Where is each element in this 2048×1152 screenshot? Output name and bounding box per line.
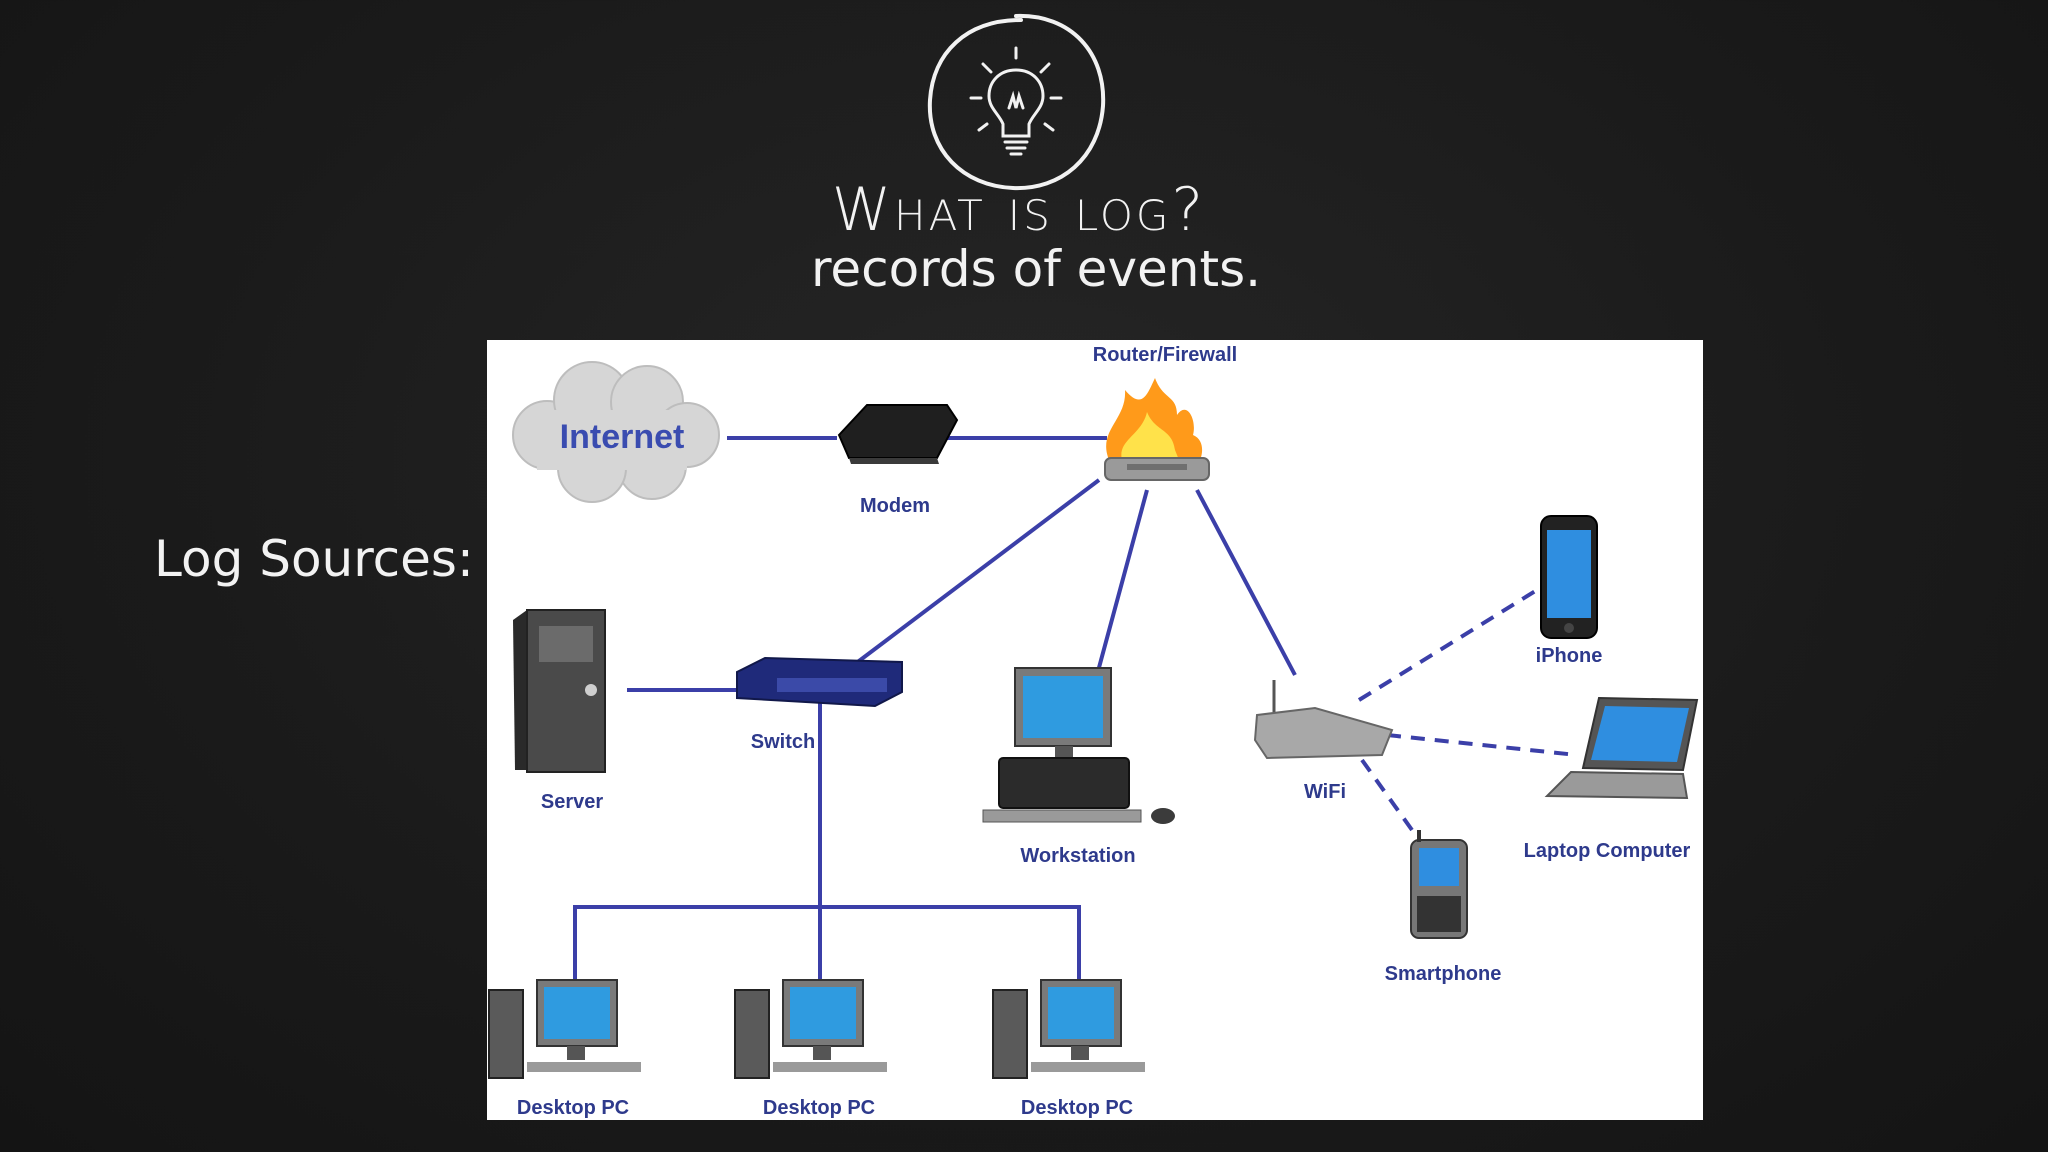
log-sources-label: Log Sources: (154, 530, 474, 588)
desktop1-label: Desktop PC (517, 1097, 629, 1119)
slide-subtitle: records of events. (810, 240, 1262, 298)
desktop-pc-1: Desktop PC (488, 979, 641, 1119)
desktop-pc-2: Desktop PC (734, 979, 887, 1119)
wifi-device: WiFi (1253, 680, 1394, 803)
server-device: Server (513, 609, 606, 813)
switch-label: Switch (751, 731, 815, 753)
internet-label: Internet (560, 418, 685, 456)
network-diagram: Internet Modem Router/Firewall Switch (487, 340, 1703, 1120)
workstation-label: Workstation (1020, 845, 1135, 867)
modem-device: Modem (837, 404, 959, 517)
smartphone-label: Smartphone (1385, 963, 1502, 985)
lightbulb-icon (927, 13, 1106, 191)
laptop-device: Laptop Computer (1524, 696, 1699, 862)
slide-title: What is log? (831, 175, 1207, 245)
laptop-label: Laptop Computer (1524, 840, 1691, 862)
network-links (573, 436, 1578, 980)
router-label: Router/Firewall (1093, 344, 1237, 366)
switch-device: Switch (736, 656, 903, 753)
modem-label: Modem (860, 495, 930, 517)
desktop3-label: Desktop PC (1021, 1097, 1133, 1119)
server-label: Server (541, 791, 603, 813)
smartphone-device: Smartphone (1385, 830, 1502, 985)
wifi-label: WiFi (1304, 781, 1346, 803)
desktop2-label: Desktop PC (763, 1097, 875, 1119)
iphone-label: iPhone (1536, 645, 1603, 667)
workstation-device: Workstation (982, 667, 1175, 867)
desktop-pc-3: Desktop PC (992, 979, 1145, 1119)
internet-cloud: Internet (512, 361, 720, 503)
iphone-device: iPhone (1536, 515, 1603, 667)
router-firewall-device: Router/Firewall (1093, 344, 1237, 481)
